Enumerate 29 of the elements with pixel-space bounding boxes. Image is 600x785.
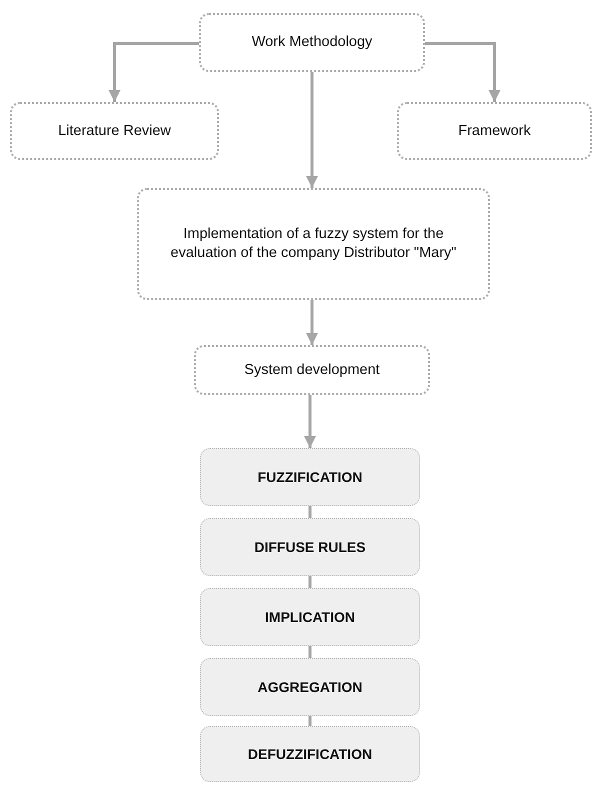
node-text: Implementation of a fuzzy system for the evaluation of the company Distributor "Mary"	[170, 225, 458, 263]
arrow	[306, 300, 318, 345]
connector-line	[308, 506, 312, 518]
arrow	[108, 42, 199, 102]
process-box	[397, 102, 592, 160]
step-box	[200, 726, 420, 782]
step-box	[200, 448, 420, 506]
process-box	[199, 13, 425, 72]
arrow	[425, 42, 500, 102]
step-box	[200, 518, 420, 576]
process-box	[10, 102, 219, 160]
connector-line	[308, 576, 312, 588]
node-text: Work Methodology	[252, 33, 372, 52]
connector-line	[308, 646, 312, 658]
step-box	[200, 658, 420, 716]
node-text: AGGREGATION	[258, 678, 362, 696]
node-text: IMPLICATION	[265, 608, 355, 626]
node-text: Framework	[458, 122, 531, 140]
node-text: DIFFUSE RULES	[254, 538, 366, 556]
node-text: System development	[244, 360, 380, 380]
process-box	[194, 345, 430, 395]
node-text: DEFUZZIFICATION	[248, 744, 372, 764]
node-text: Literature Review	[58, 122, 171, 140]
connector-line	[308, 716, 312, 726]
step-box	[200, 588, 420, 646]
arrow	[304, 395, 316, 448]
process-box	[137, 188, 490, 300]
arrow	[306, 72, 318, 188]
node-text: FUZZIFICATION	[258, 468, 362, 486]
